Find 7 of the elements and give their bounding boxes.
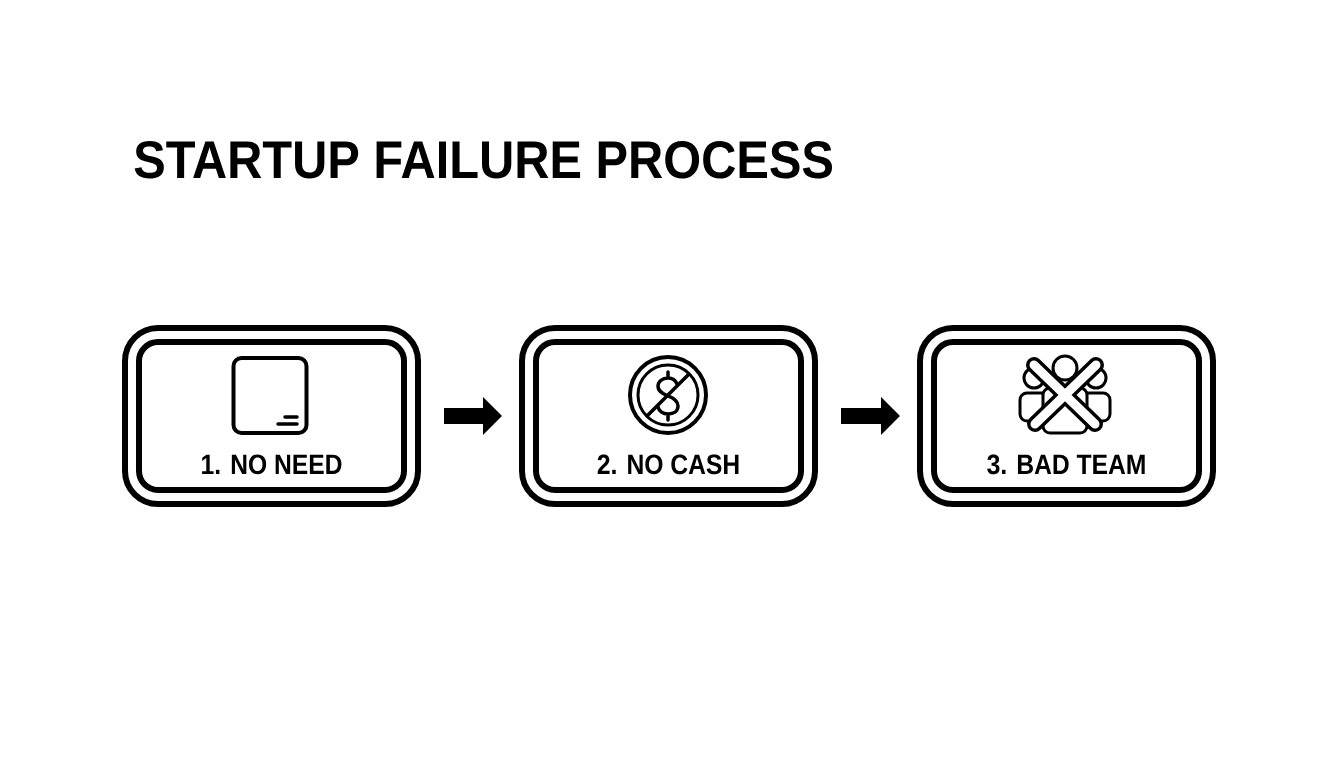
no-dollar-icon — [628, 355, 708, 435]
process-box: 1. NO NEED — [122, 325, 421, 507]
process-box: 3. BAD TEAM — [917, 325, 1216, 507]
crossed-people-icon — [1018, 354, 1112, 435]
title: STARTUP FAILURE PROCESS — [134, 141, 832, 179]
process-box: 2. NO CASH — [519, 325, 818, 507]
square-icon — [231, 356, 309, 435]
